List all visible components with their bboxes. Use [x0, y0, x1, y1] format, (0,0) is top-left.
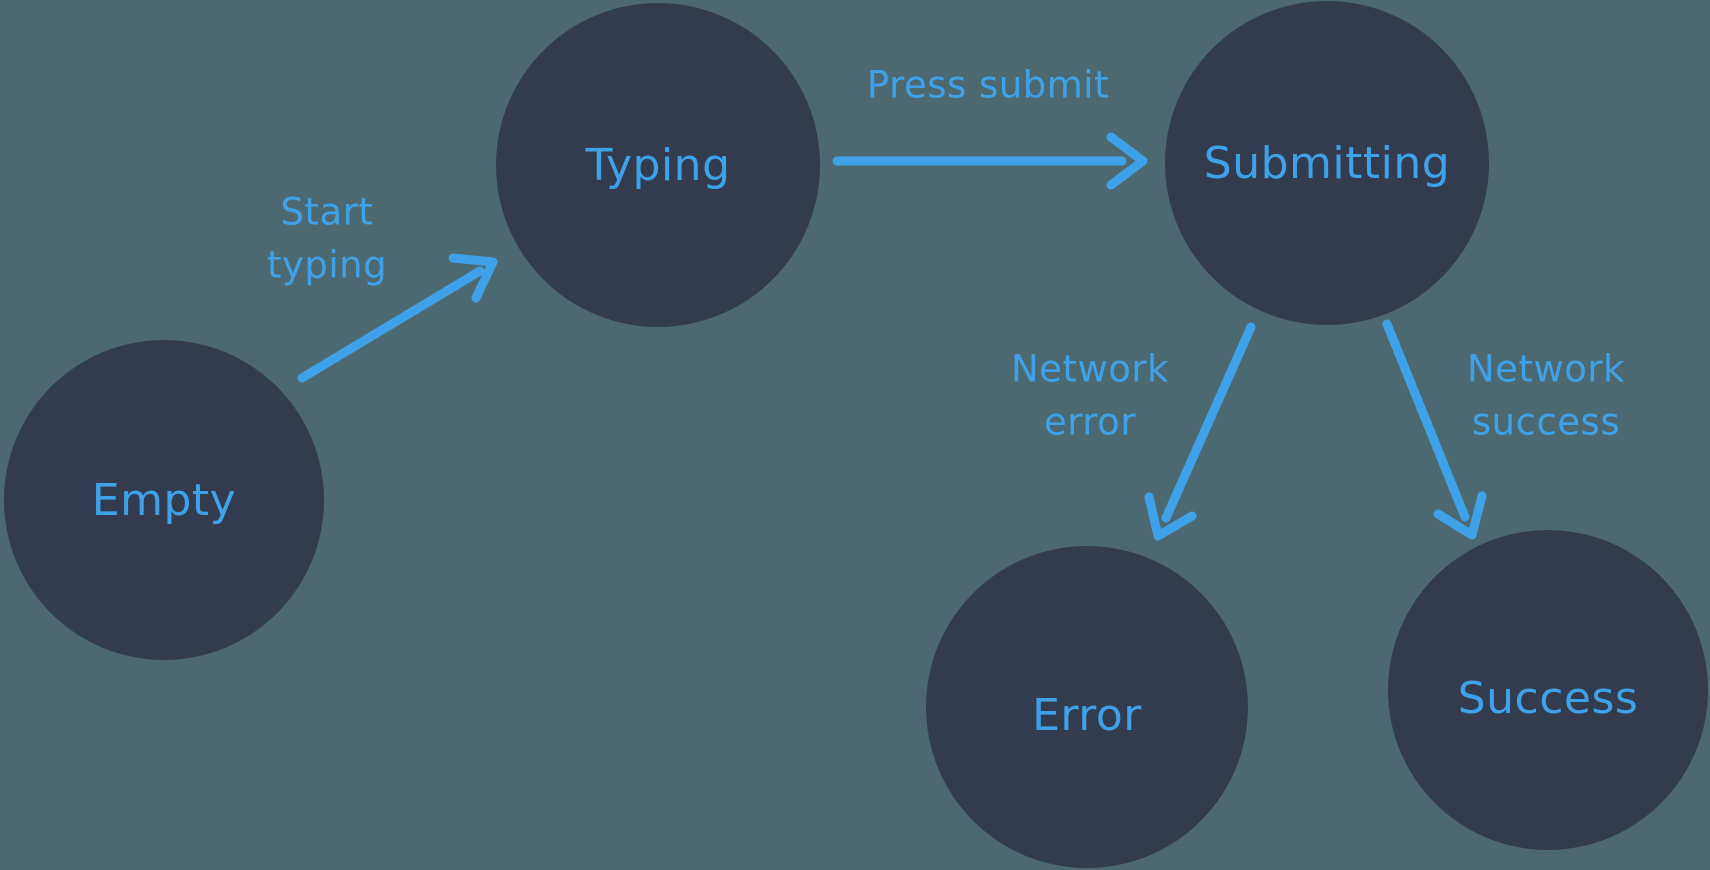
state-node-label: Submitting: [1203, 137, 1451, 189]
state-node-typing: Typing: [496, 3, 820, 327]
state-node-label: Success: [1457, 672, 1639, 724]
state-node-label: Error: [1032, 689, 1142, 741]
state-node-error: Error: [926, 546, 1248, 868]
transition-label-press-submit: Press submit: [866, 63, 1110, 107]
state-node-empty: Empty: [4, 340, 324, 660]
arrow-press-submit-icon: [832, 132, 1148, 190]
state-node-success: Success: [1388, 530, 1708, 850]
transition-label-start-typing: Start typing: [266, 190, 388, 286]
state-node-submitting: Submitting: [1165, 1, 1489, 325]
state-node-label: Empty: [91, 474, 237, 526]
transition-label-network-success: Network success: [1467, 347, 1625, 443]
transition-label-network-error: Network error: [1011, 347, 1169, 443]
state-node-label: Typing: [585, 139, 731, 191]
